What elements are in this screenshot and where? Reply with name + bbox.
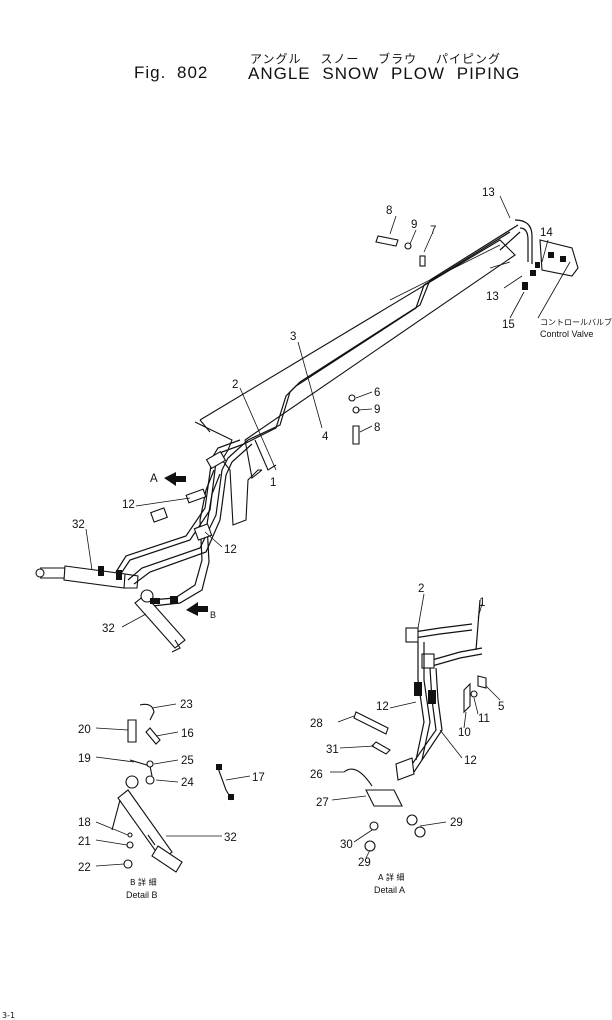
detail-a-callout-12-upper: 12 bbox=[376, 701, 389, 713]
detail-a-callout-31: 31 bbox=[326, 744, 339, 756]
callout-4: 4 bbox=[322, 431, 329, 443]
detail-b-callout-19: 19 bbox=[78, 753, 91, 765]
detail-b-caption-jp: B 詳 細 bbox=[130, 877, 157, 887]
view-arrow-b: B bbox=[210, 610, 216, 620]
callout-8-top: 8 bbox=[386, 205, 392, 217]
detail-a-callout-5: 5 bbox=[498, 701, 504, 713]
detail-a-callout-26: 26 bbox=[310, 769, 323, 781]
detail-b-caption: Detail B bbox=[126, 890, 158, 900]
detail-a-callout-11: 11 bbox=[478, 713, 490, 725]
callout-13-top: 13 bbox=[482, 187, 495, 199]
detail-b-callout-20: 20 bbox=[78, 724, 91, 736]
detail-a-callout-1: 1 bbox=[479, 597, 485, 609]
callout-32-upper: 32 bbox=[72, 519, 85, 531]
callout-9-mid: 9 bbox=[374, 404, 380, 416]
detail-b-callout-16: 16 bbox=[181, 728, 194, 740]
detail-b-callout-22: 22 bbox=[78, 862, 91, 874]
figure-number: 802 bbox=[177, 63, 209, 82]
callout-1: 1 bbox=[270, 477, 276, 489]
callout-14: 14 bbox=[540, 227, 553, 239]
callout-13-bottom: 13 bbox=[486, 291, 499, 303]
callout-12-lower: 12 bbox=[224, 544, 237, 556]
control-valve-jp: コントロールバルブ bbox=[540, 317, 612, 327]
detail-a-callout-28: 28 bbox=[310, 718, 323, 730]
detail-a-callout-30: 30 bbox=[340, 839, 353, 851]
main-assembly: 13 8 9 7 14 13 15 3 6 9 4 8 2 1 12 12 32… bbox=[35, 187, 612, 653]
detail-a-caption-jp: A 詳 細 bbox=[378, 872, 405, 882]
callout-2: 2 bbox=[232, 379, 238, 391]
detail-a-callout-2: 2 bbox=[418, 583, 424, 595]
callout-6: 6 bbox=[374, 387, 380, 399]
callout-9-top: 9 bbox=[411, 219, 417, 231]
detail-b-callout-24: 24 bbox=[181, 777, 194, 789]
detail-b-callout-25: 25 bbox=[181, 755, 194, 767]
callout-7: 7 bbox=[430, 225, 436, 237]
callout-3: 3 bbox=[290, 331, 296, 343]
detail-b-callout-18: 18 bbox=[78, 817, 91, 829]
title-english: ANGLE SNOW PLOW PIPING bbox=[248, 64, 521, 83]
callout-12-upper: 12 bbox=[122, 499, 135, 511]
detail-a-callout-27: 27 bbox=[316, 797, 329, 809]
detail-a-callout-10: 10 bbox=[458, 727, 471, 739]
detail-b-callout-17: 17 bbox=[252, 772, 265, 784]
detail-a-callout-29-bottom: 29 bbox=[358, 857, 371, 869]
control-valve-en: Control Valve bbox=[540, 329, 593, 339]
detail-a-callout-12-lower: 12 bbox=[464, 755, 477, 767]
callout-15: 15 bbox=[502, 319, 515, 331]
detail-a: 2 1 5 11 10 12 28 31 12 26 27 29 30 29 A… bbox=[310, 583, 504, 895]
title-japanese: アングル スノー ブラウ パイピング bbox=[250, 52, 501, 66]
corner-mark: 3-1 bbox=[2, 1011, 15, 1020]
detail-a-caption: Detail A bbox=[374, 885, 405, 895]
detail-b-callout-32: 32 bbox=[224, 832, 237, 844]
detail-b-callout-21: 21 bbox=[78, 836, 91, 848]
callout-32-lower: 32 bbox=[102, 623, 115, 635]
detail-b-callout-23: 23 bbox=[180, 699, 193, 711]
callout-8-mid: 8 bbox=[374, 422, 380, 434]
detail-a-callout-29-right: 29 bbox=[450, 817, 463, 829]
figure-label: Fig. bbox=[134, 63, 167, 82]
view-arrow-a: A bbox=[150, 473, 158, 485]
detail-b: 23 20 16 19 25 24 17 18 21 32 22 B 詳 細 D… bbox=[78, 699, 265, 900]
